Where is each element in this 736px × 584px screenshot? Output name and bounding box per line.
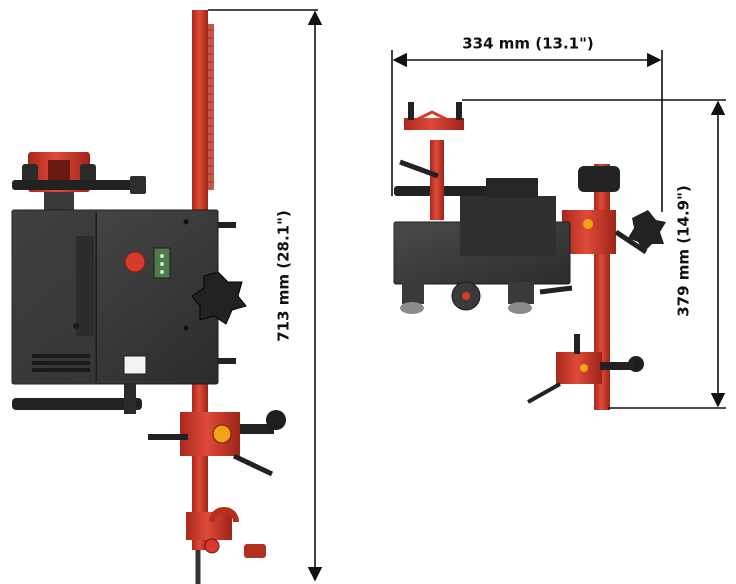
left-bottom-bracket (186, 507, 266, 558)
star-knob-icon (628, 210, 666, 252)
right-height-label: 379 mm (14.9") (674, 185, 693, 317)
left-height-label: 713 mm (28.1") (274, 210, 293, 342)
left-main-body (11, 209, 236, 385)
left-label-plate (123, 355, 147, 375)
left-vent-fins (32, 354, 90, 372)
right-width-label: 334 mm (13.1") (462, 34, 594, 53)
left-lower-clamp (148, 410, 286, 477)
left-machine (11, 10, 286, 584)
dimension-lines (208, 9, 726, 582)
star-knob-icon (191, 271, 247, 325)
left-red-button (124, 251, 146, 273)
left-top-clamp (12, 152, 146, 210)
right-machine (393, 102, 666, 410)
